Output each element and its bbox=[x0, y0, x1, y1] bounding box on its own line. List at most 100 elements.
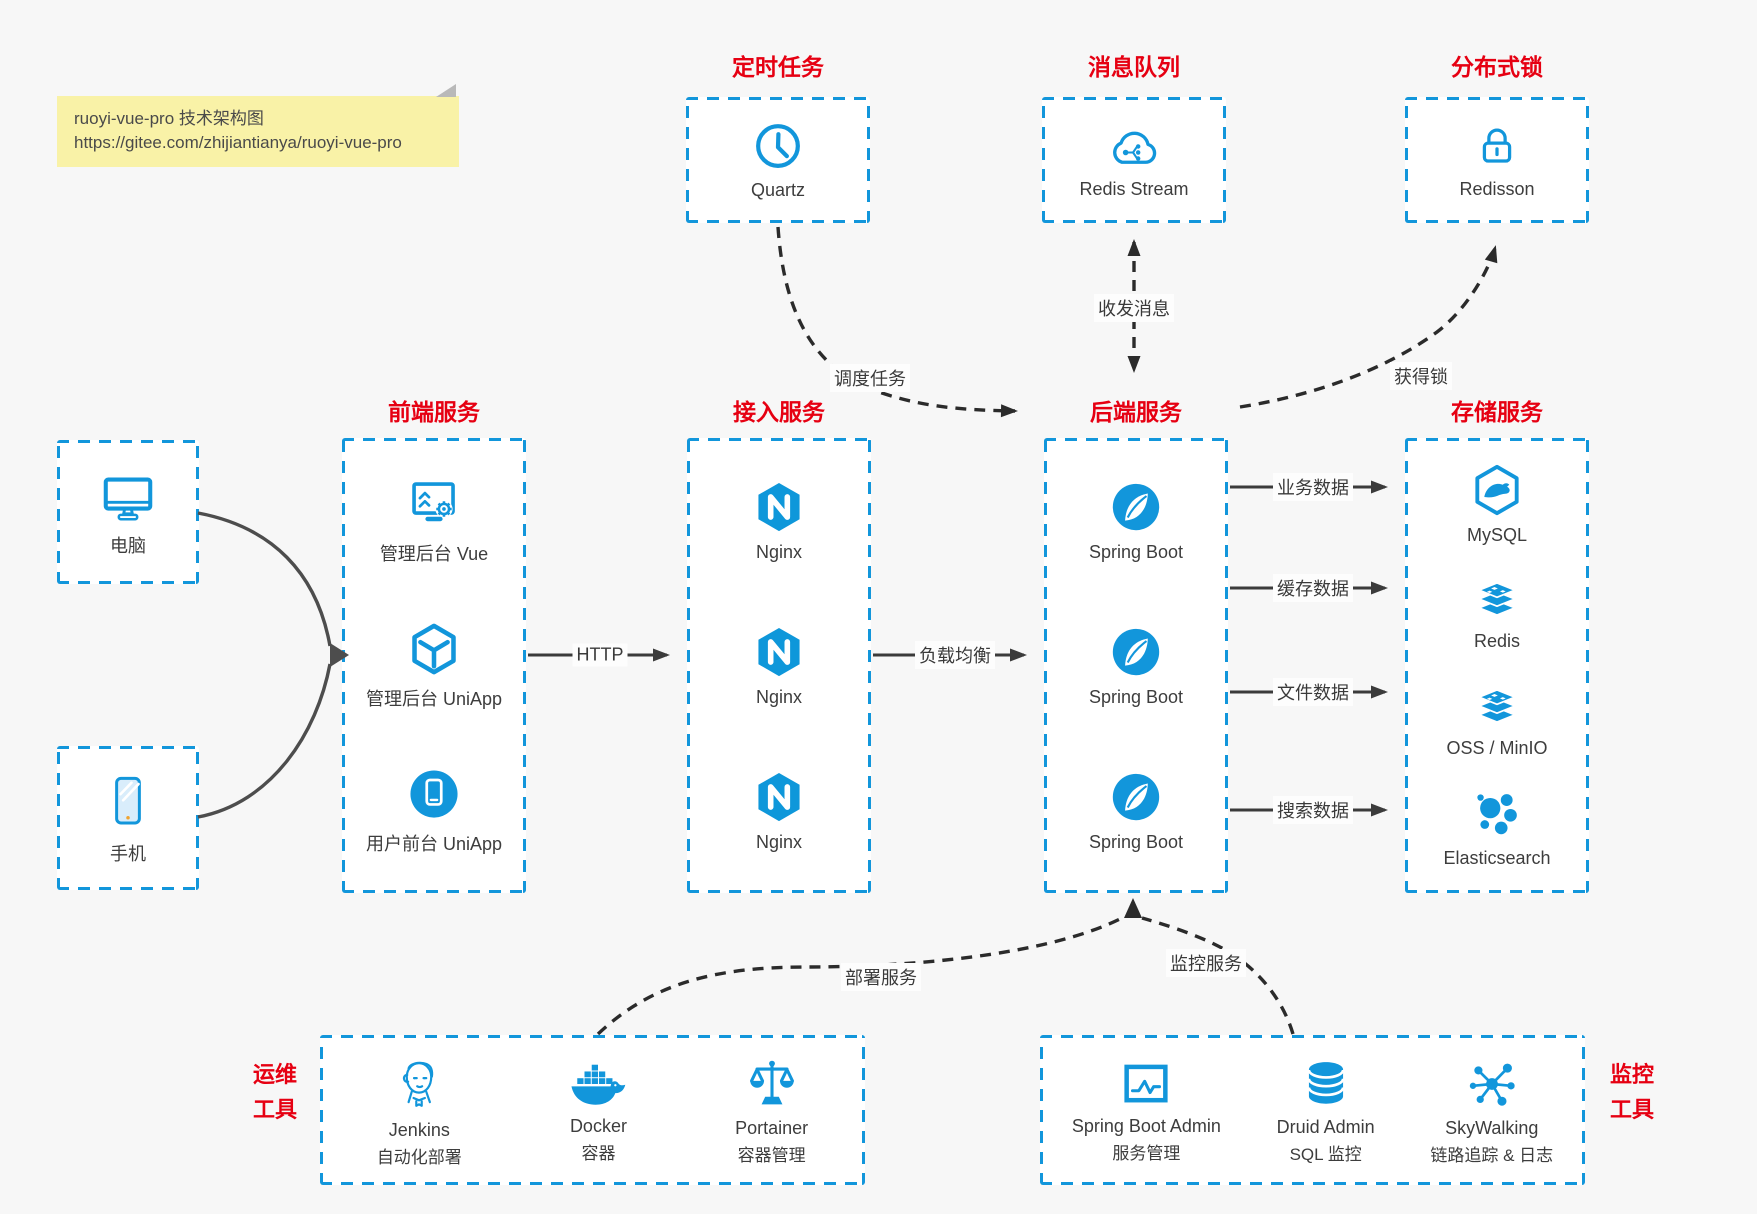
mobile-to-frontend-curve bbox=[197, 663, 332, 819]
spring-boot-label: Spring Boot bbox=[1088, 686, 1184, 707]
ops-title-line2: 工具 bbox=[252, 1097, 297, 1123]
note-title: ruoyi-vue-pro 技术架构图 bbox=[74, 109, 264, 128]
docker-item: Docker 容器 bbox=[567, 1057, 629, 1164]
group-title-backend: 后端服务 bbox=[1090, 399, 1182, 425]
nginx-icon bbox=[758, 627, 800, 676]
pulse-monitor-icon bbox=[1124, 1064, 1168, 1102]
quartz-label: Quartz bbox=[750, 180, 806, 200]
skywalking-label: SkyWalking bbox=[1445, 1117, 1539, 1138]
spring-icon bbox=[1112, 628, 1160, 675]
admin-vue-label: 管理后台 Vue bbox=[379, 544, 489, 564]
mysql-icon bbox=[1475, 465, 1519, 516]
nginx-icon bbox=[758, 482, 800, 531]
lock-box: Redisson bbox=[1405, 97, 1589, 223]
docker-label: Docker bbox=[569, 1115, 627, 1136]
admin-vue-item: 管理后台 Vue bbox=[380, 475, 488, 566]
portainer-item: Portainer 容器管理 bbox=[735, 1055, 808, 1166]
schedule-task-label: 调度任务 bbox=[830, 364, 910, 392]
spring-boot-admin-item: Spring Boot Admin 服务管理 bbox=[1072, 1057, 1221, 1164]
nginx-item-1: Nginx bbox=[751, 479, 807, 563]
user-uniapp-label: 用户前台 UniApp bbox=[365, 834, 503, 854]
spring-boot-admin-label: Spring Boot Admin bbox=[1071, 1115, 1221, 1136]
user-uniapp-item: 用户前台 UniApp bbox=[366, 765, 502, 856]
search-data-label: 搜索数据 bbox=[1273, 796, 1353, 824]
mysql-item: MySQL bbox=[1467, 462, 1527, 546]
http-label: HTTP bbox=[572, 643, 628, 667]
smartphone-icon bbox=[115, 776, 141, 824]
jenkins-desc: 自动化部署 bbox=[376, 1147, 462, 1167]
group-title-gateway: 接入服务 bbox=[733, 399, 825, 425]
ops-title-line1: 运维 bbox=[252, 1062, 297, 1087]
cube-icon bbox=[412, 623, 456, 675]
group-title-monitoring: 监控 工具 bbox=[1597, 1057, 1667, 1127]
desktop-icon bbox=[103, 477, 153, 520]
group-title-ops: 运维 工具 bbox=[240, 1057, 310, 1127]
mobile-label: 手机 bbox=[110, 843, 146, 864]
ops-box: Jenkins 自动化部署 Docker 容器 bbox=[320, 1035, 865, 1185]
pc-client-box: 电脑 bbox=[57, 440, 199, 584]
sticky-note: ruoyi-vue-pro 技术架构图 https://gitee.com/zh… bbox=[57, 84, 459, 167]
nginx-icon bbox=[758, 772, 800, 821]
frontend-box: 管理后台 Vue 管理后台 UniApp 用户前台 UniApp bbox=[342, 438, 526, 893]
spring-boot-item-1: Spring Boot bbox=[1089, 479, 1183, 563]
elasticsearch-item: Elasticsearch bbox=[1443, 787, 1551, 869]
elasticsearch-label: Elasticsearch bbox=[1443, 847, 1551, 868]
cache-data-label: 缓存数据 bbox=[1273, 574, 1353, 602]
docker-desc: 容器 bbox=[581, 1143, 616, 1163]
backend-up-arrowhead bbox=[1124, 898, 1142, 918]
druid-admin-item: Druid Admin SQL 监控 bbox=[1277, 1056, 1375, 1165]
database-icon bbox=[1307, 1061, 1345, 1104]
spring-icon bbox=[1112, 483, 1160, 530]
deploy-service-label: 部署服务 bbox=[841, 963, 921, 991]
nginx-label: Nginx bbox=[755, 831, 803, 852]
spring-boot-label: Spring Boot bbox=[1088, 541, 1184, 562]
storage-stack-icon bbox=[1478, 688, 1516, 723]
admin-dashboard-icon bbox=[412, 482, 455, 522]
spring-boot-item-3: Spring Boot bbox=[1089, 769, 1183, 853]
admin-uniapp-item: 管理后台 UniApp bbox=[366, 620, 502, 711]
business-data-label: 业务数据 bbox=[1273, 473, 1353, 501]
clock-icon bbox=[756, 124, 800, 168]
monitoring-box: Spring Boot Admin 服务管理 Druid Admin SQL 监… bbox=[1040, 1035, 1585, 1185]
redisson-label: Redisson bbox=[1459, 179, 1535, 199]
group-title-frontend: 前端服务 bbox=[388, 399, 480, 425]
admin-uniapp-label: 管理后台 UniApp bbox=[365, 689, 503, 709]
mq-box: Redis Stream bbox=[1042, 97, 1226, 223]
nginx-item-3: Nginx bbox=[751, 769, 807, 853]
pc-item: 电脑 bbox=[97, 467, 159, 558]
jenkins-item: Jenkins 自动化部署 bbox=[377, 1053, 462, 1168]
group-title-scheduler: 定时任务 bbox=[732, 54, 824, 80]
load-balance-label: 负载均衡 bbox=[915, 641, 995, 669]
jenkins-label: Jenkins bbox=[388, 1119, 450, 1140]
spring-boot-admin-desc: 服务管理 bbox=[1112, 1143, 1181, 1163]
nginx-label: Nginx bbox=[755, 541, 803, 562]
redisson-item: Redisson bbox=[1459, 120, 1535, 200]
druid-admin-desc: SQL 监控 bbox=[1289, 1144, 1362, 1164]
quartz-item: Quartz bbox=[751, 119, 805, 201]
cloud-stream-icon bbox=[1113, 131, 1157, 164]
monitoring-title-line2: 工具 bbox=[1609, 1097, 1654, 1123]
pc-label: 电脑 bbox=[110, 535, 146, 556]
mobile-item: 手机 bbox=[100, 771, 156, 866]
nginx-item-2: Nginx bbox=[751, 624, 807, 708]
note-url: https://gitee.com/zhijiantianya/ruoyi-vu… bbox=[74, 133, 402, 153]
pc-to-frontend-curve bbox=[197, 511, 332, 647]
oss-minio-item: OSS / MinIO bbox=[1446, 681, 1548, 759]
redis-stream-item: Redis Stream bbox=[1079, 120, 1189, 200]
monitor-service-label: 监控服务 bbox=[1166, 949, 1246, 977]
redis-label: Redis bbox=[1473, 631, 1521, 652]
file-data-label: 文件数据 bbox=[1273, 678, 1353, 706]
scheduler-box: Quartz bbox=[686, 97, 870, 223]
jenkins-icon bbox=[403, 1061, 434, 1107]
skywalking-desc: 链路追踪 & 日志 bbox=[1430, 1145, 1554, 1165]
portainer-label: Portainer bbox=[735, 1117, 809, 1138]
group-title-lock: 分布式锁 bbox=[1451, 54, 1543, 80]
gateway-box: Nginx Nginx Nginx bbox=[687, 438, 871, 893]
storage-box: MySQL Redis bbox=[1405, 438, 1589, 893]
padlock-icon bbox=[1482, 128, 1512, 163]
skywalking-item: SkyWalking 链路追踪 & 日志 bbox=[1430, 1055, 1553, 1166]
message-label: 收发消息 bbox=[1094, 294, 1174, 322]
docker-whale-icon bbox=[571, 1064, 626, 1105]
backend-box: Spring Boot Spring Boot Spring Boot bbox=[1044, 438, 1228, 893]
